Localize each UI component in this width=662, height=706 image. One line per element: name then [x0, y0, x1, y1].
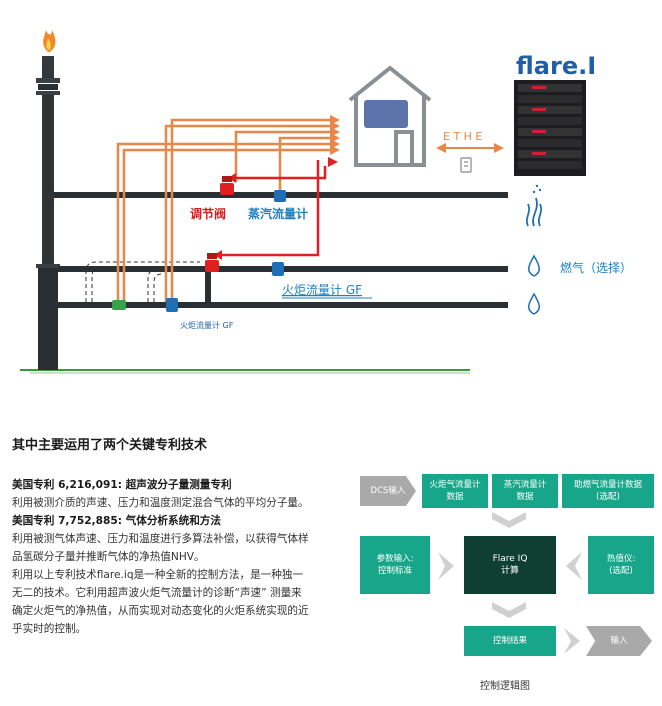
flare-meter-label: 火炬流量计 GF [282, 283, 362, 297]
control-valve-icon [220, 176, 234, 195]
flare-pipe [58, 302, 508, 308]
section-heading: 其中主要运用了两个关键专利技术 [12, 438, 208, 453]
flare-meter-icon [166, 298, 178, 312]
param-input-box: 参数输入: 控制标准 [360, 536, 430, 594]
house-window [364, 100, 408, 128]
ethe-label: E T H E [443, 130, 482, 143]
dcs-input-box: DCS输入 [360, 476, 416, 506]
flare-meter-small-label: 火炬流量计 GF [180, 320, 234, 330]
fuel-drop-icon [528, 254, 540, 277]
network-plug-icon [460, 157, 472, 173]
flare-system-diagram: E T H E flare.I 调节阀 蒸汽流量计 火炬流量计 GF [20, 30, 632, 374]
fuel-label: 燃气（选择） [560, 260, 632, 275]
orange-signal-lines [116, 118, 330, 302]
dotted-steam [532, 184, 542, 194]
flare-iq-calc-box: Flare IQ 计算 [464, 536, 556, 594]
control-cabinet-icon [514, 80, 586, 176]
logic-caption: 控制逻辑图 [480, 681, 530, 692]
patent2-text: 利用被测气体声速、压力和温度进行多算法补偿，以获得气体样品氢碳分子量并推断气体的… [12, 533, 309, 563]
control-valve-icon-2 [205, 253, 219, 272]
flare-drop-icon [528, 292, 540, 315]
steam-meter-label: 蒸汽流量计 [248, 206, 308, 221]
flare-stack [36, 30, 60, 370]
fuel-meter-icon [272, 262, 284, 276]
dashed-bypass [85, 261, 200, 302]
heat-meter-box: 热值仪: (选配) [588, 536, 654, 594]
summary-text: 利用以上专利技术flare.iq是一种全新的控制方法，是一种独一无二的技术。它利… [12, 569, 309, 635]
chevron-right-icon [438, 552, 454, 580]
red-control-lines [222, 160, 327, 257]
orange-arrowheads [330, 115, 340, 155]
steam-meter-icon [274, 190, 286, 202]
output-box: 输入 [586, 626, 652, 656]
assist-gas-data-box: 助燃气流量计数据 (选配) [562, 474, 654, 508]
control-result-box: 控制结果 [464, 626, 556, 656]
steam-icon [525, 197, 543, 227]
patent2-title: 美国专利 7,752,885: 气体分析系统和方法 [12, 515, 221, 527]
valve-label: 调节阀 [190, 206, 226, 221]
chevron-down-icon-2 [492, 602, 526, 618]
control-logic-diagram: DCS输入 火炬气流量计 数据 蒸汽流量计 数据 助燃气流量计数据 (选配) 参… [360, 474, 660, 694]
brand-label: flare.I [516, 52, 596, 80]
patent1-title: 美国专利 6,216,091: 超声波分子量测量专利 [12, 479, 232, 491]
steam-flow-data-box: 蒸汽流量计 数据 [492, 474, 558, 508]
control-house-icon [348, 65, 432, 167]
chevron-down-icon [492, 512, 526, 528]
patent-text-block: 美国专利 6,216,091: 超声波分子量测量专利 利用被测介质的声速、压力和… [12, 476, 312, 638]
patent1-text: 利用被测介质的声速、压力和温度测定混合气体的平均分子量。 [12, 497, 309, 509]
chevron-right-icon-2 [564, 628, 580, 654]
flare-flow-data-box: 火炬气流量计 数据 [422, 474, 488, 508]
green-meter-icon [112, 300, 126, 310]
chevron-left-icon [566, 552, 582, 580]
